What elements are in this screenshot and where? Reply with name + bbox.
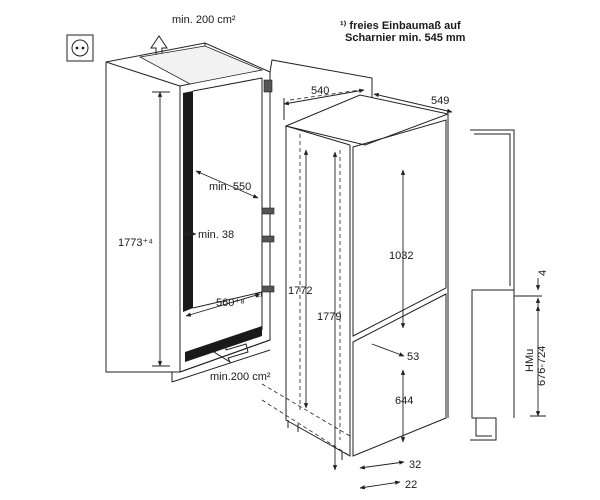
dim-niche-height [152,91,170,367]
door-gap-label: 53 [407,351,419,363]
dim-niche-width [185,293,261,317]
side-profile [470,129,542,441]
dim-width-540 [283,88,365,120]
hmu-range-label: 676-724 [536,346,548,386]
plinth-32-label: 32 [409,459,421,471]
niche-width-label: 560⁺⁸ [216,297,245,309]
niche-width-note: ¹⁾ [256,291,263,303]
vent-top-label: min. 200 cm² [172,14,236,26]
niche-height-label: 1773⁺⁴ [118,237,153,249]
door-upper-label: 1032 [389,250,413,262]
side-min-label: min. 38 [198,229,234,241]
cabinet-niche [105,42,275,383]
appliance-body [261,59,450,460]
vent-bottom-label: min.200 cm² [210,371,271,383]
power-socket-icon [66,34,94,62]
gap-4-label: 4 [537,270,549,276]
footnote-line1: ¹⁾ freies Einbaumaß auf [340,20,461,32]
arrow-right-icon [212,343,249,364]
depth-min-label: min. 550 [209,181,251,193]
height-1772-label: 1772 [288,285,312,297]
footnote-line2: Scharnier min. 545 mm [345,32,466,44]
door-lower-label: 644 [395,395,413,407]
arrow-up-icon [150,35,168,55]
height-1779-label: 1779 [317,311,341,323]
dim-depth-549 [373,92,453,114]
depth-549-label: 549 [431,95,449,107]
width-540-label: 540 [311,85,329,97]
dim-depth-min [195,170,259,199]
plinth-22-label: 22 [405,479,417,491]
dim-plinth [359,460,405,490]
hmu-label: HMu [524,349,536,372]
dim-door-gap [371,343,405,357]
dim-hmu [530,305,546,417]
